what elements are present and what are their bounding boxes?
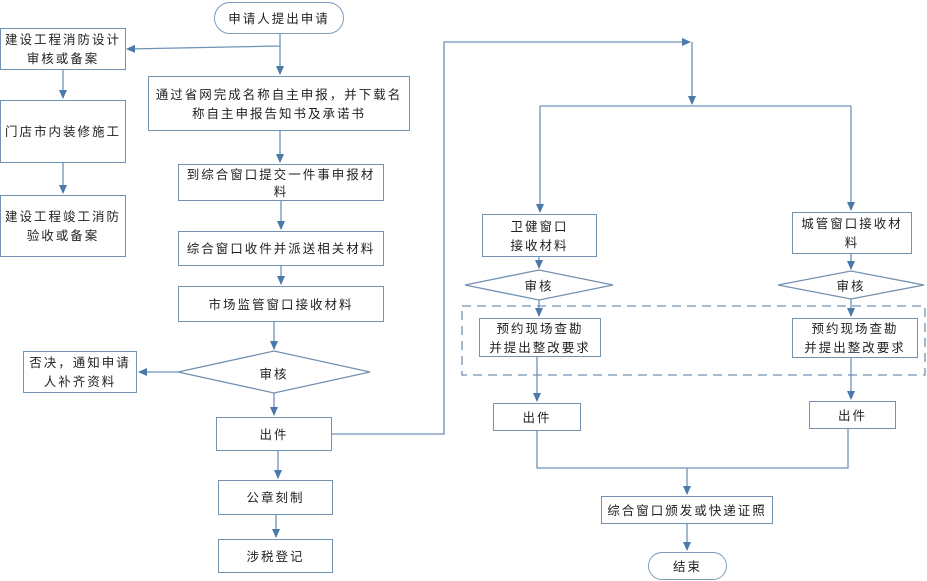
urban-receive-box: 城管窗口接收材料 — [792, 212, 912, 254]
urban-review-label: 审核 — [836, 278, 866, 294]
submit-materials-label: 到综合窗口提交一件事申报材料 — [186, 166, 376, 199]
fire-acceptance-box: 建设工程竣工消防验收或备案 — [0, 195, 126, 257]
health-issue-box: 出件 — [493, 403, 581, 431]
start-label: 申请人提出申请 — [228, 10, 330, 26]
health-inspect-label: 预约现场查勘并提出整改要求 — [489, 320, 591, 355]
fire-acceptance-label: 建设工程竣工消防验收或备案 — [4, 209, 121, 243]
health-issue-label: 出件 — [522, 409, 552, 425]
end-terminal: 结束 — [648, 552, 727, 580]
reject-label: 否决，通知申请人补齐资料 — [29, 355, 131, 389]
market-issue-label: 出件 — [259, 426, 289, 442]
renovation-box: 门店市内装修施工 — [0, 100, 126, 163]
edge-issue-to-branches — [332, 38, 691, 435]
market-issue-box: 出件 — [216, 417, 332, 451]
urban-inspect-box: 预约现场查勘并提出整改要求 — [792, 318, 918, 358]
start-terminal: 申请人提出申请 — [214, 2, 344, 34]
urban-review-diamond — [777, 270, 925, 300]
online-declare-label: 通过省网完成名称自主申报，并下载名称自主申报告知书及承诺书 — [155, 86, 403, 121]
market-review-label: 审核 — [259, 366, 289, 382]
deliver-box: 综合窗口颁发或快递证照 — [601, 496, 773, 524]
health-receive-label: 卫健窗口接收材料 — [510, 218, 569, 253]
submit-materials-box: 到综合窗口提交一件事申报材料 — [178, 164, 384, 201]
urban-issue-label: 出件 — [837, 407, 867, 423]
urban-inspect-label: 预约现场查勘并提出整改要求 — [804, 321, 906, 355]
urban-receive-label: 城管窗口接收材料 — [801, 216, 903, 250]
health-review-diamond — [464, 269, 614, 301]
dispatch-materials-box: 综合窗口收件并派送相关材料 — [178, 231, 384, 266]
market-receive-box: 市场监管窗口接收材料 — [178, 286, 384, 322]
fire-design-label: 建设工程消防设计审核或备案 — [4, 32, 121, 66]
deliver-label: 综合窗口颁发或快递证照 — [607, 502, 767, 518]
market-review-diamond — [177, 350, 371, 394]
online-declare-box: 通过省网完成名称自主申报，并下载名称自主申报告知书及承诺书 — [148, 76, 410, 131]
inspection-group-dashed — [461, 305, 926, 376]
seal-label: 公章刻制 — [246, 490, 305, 505]
edge-start-fire-design — [126, 34, 281, 53]
dispatch-materials-label: 综合窗口收件并派送相关材料 — [186, 241, 376, 256]
end-label: 结束 — [672, 558, 702, 574]
tax-box: 涉税登记 — [218, 539, 333, 573]
fire-design-box: 建设工程消防设计审核或备案 — [0, 28, 126, 70]
health-receive-box: 卫健窗口接收材料 — [482, 214, 597, 257]
health-inspect-box: 预约现场查勘并提出整改要求 — [479, 318, 601, 357]
renovation-label: 门店市内装修施工 — [4, 124, 121, 139]
market-receive-label: 市场监管窗口接收材料 — [208, 296, 354, 312]
urban-issue-box: 出件 — [809, 401, 896, 429]
tax-label: 涉税登记 — [246, 548, 305, 564]
seal-box: 公章刻制 — [218, 480, 333, 515]
edge-merge — [536, 429, 849, 469]
reject-box: 否决，通知申请人补齐资料 — [23, 351, 137, 393]
health-review-label: 审核 — [524, 278, 554, 294]
